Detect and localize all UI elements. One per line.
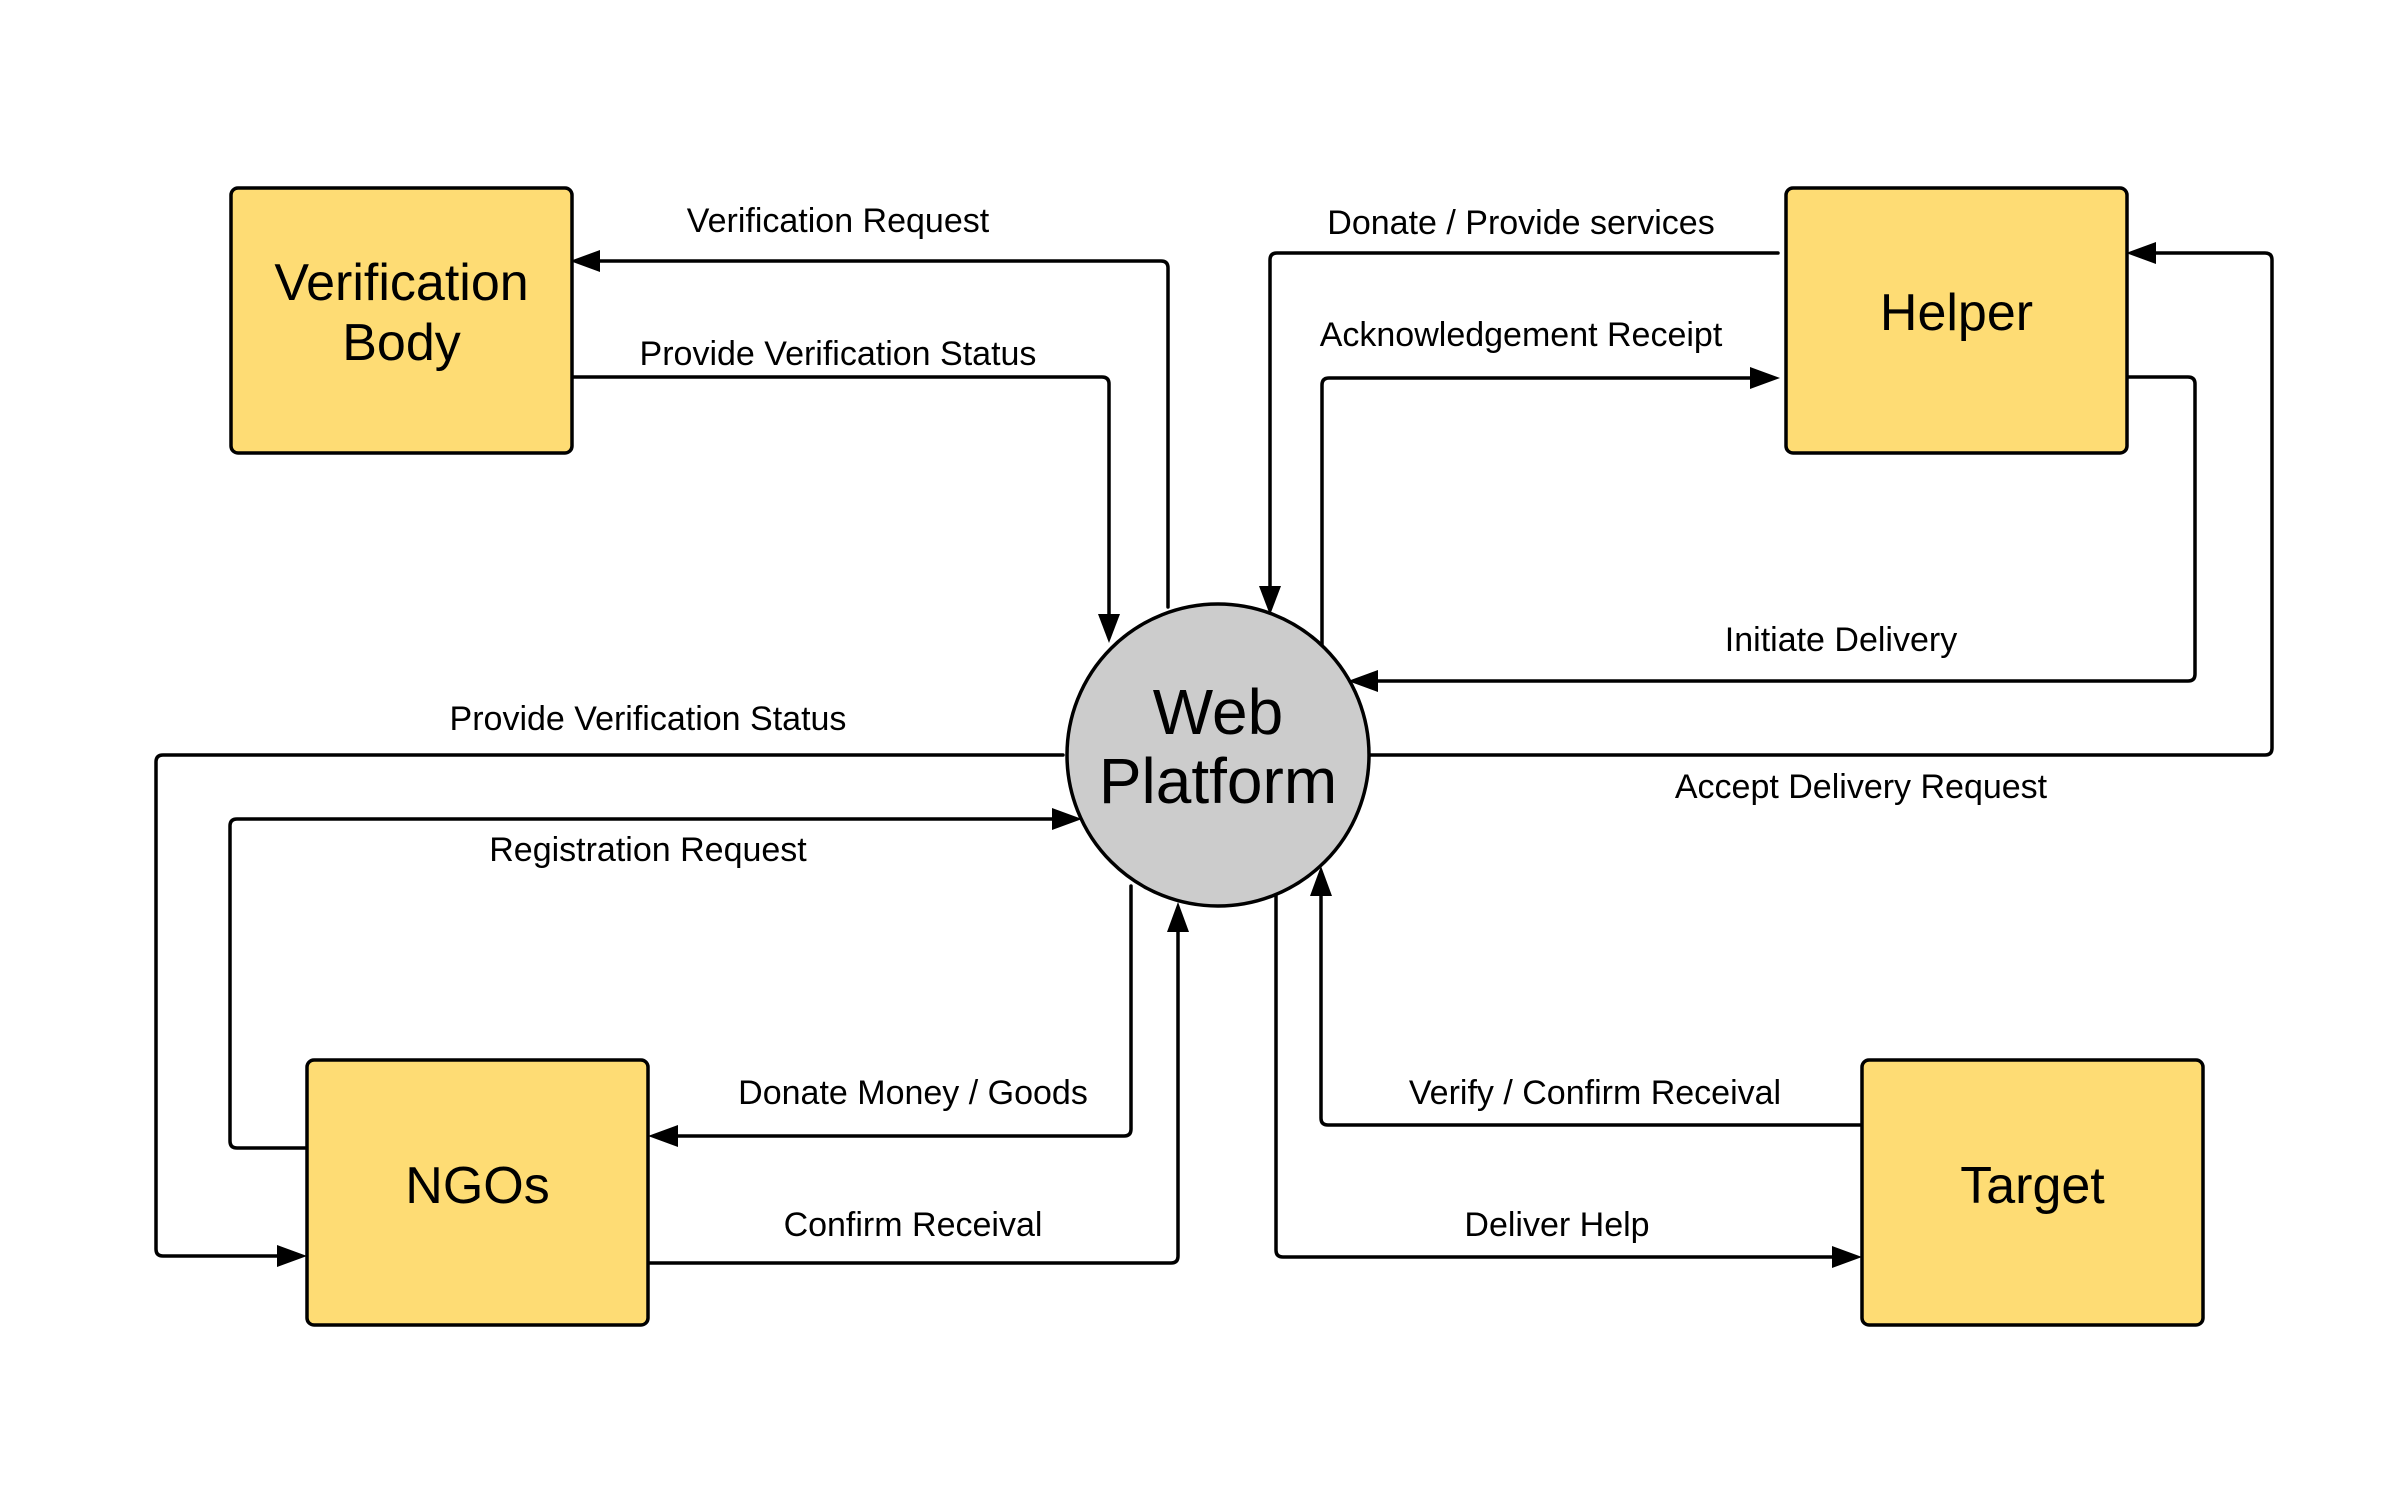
label-donate-provide-services: Donate / Provide services — [1327, 204, 1714, 242]
flow-acknowledgement-receipt — [1320, 367, 1780, 651]
label-confirm-receival: Confirm Receival — [784, 1206, 1043, 1244]
web-platform-label-line2: Platform — [1099, 745, 1337, 817]
entity-helper: Helper — [1784, 186, 2129, 455]
verification-body-label-line1: Verification — [274, 254, 528, 312]
flow-provide-verification-status-ngo — [154, 753, 1065, 1267]
flow-accept-delivery-request — [1365, 242, 2274, 757]
helper-label: Helper — [1880, 284, 2033, 342]
label-verify-confirm-receival: Verify / Confirm Receival — [1409, 1074, 1781, 1112]
verification-body-label-line2: Body — [342, 314, 461, 372]
flow-verify-confirm-receival — [1310, 866, 1862, 1127]
label-donate-money-goods: Donate Money / Goods — [738, 1074, 1088, 1112]
flow-deliver-help — [1274, 888, 1862, 1268]
entity-target: Target — [1860, 1058, 2205, 1327]
target-label: Target — [1960, 1157, 2105, 1215]
flow-initiate-delivery — [1348, 375, 2197, 692]
label-initiate-delivery: Initiate Delivery — [1725, 621, 1957, 659]
ngos-label: NGOs — [405, 1157, 549, 1215]
flow-verification-request — [570, 250, 1170, 609]
label-verification-request: Verification Request — [687, 202, 990, 240]
web-platform-label-line1: Web — [1153, 676, 1283, 748]
flow-provide-verification-status-vb — [570, 375, 1120, 643]
flow-registration-request — [228, 808, 1082, 1150]
label-registration-request: Registration Request — [489, 831, 807, 869]
entity-ngos: NGOs — [305, 1058, 650, 1327]
label-accept-delivery-request: Accept Delivery Request — [1675, 768, 2048, 806]
flow-donate-money-goods — [648, 884, 1133, 1147]
label-acknowledgement-receipt: Acknowledgement Receipt — [1320, 316, 1723, 354]
label-provide-verification-status-vb: Provide Verification Status — [640, 335, 1037, 373]
label-deliver-help: Deliver Help — [1464, 1206, 1649, 1244]
label-provide-verification-status-ngo: Provide Verification Status — [450, 700, 847, 738]
flow-confirm-receival — [646, 902, 1189, 1265]
process-web-platform: Web Platform — [1065, 602, 1371, 908]
entity-verification-body: Verification Body — [229, 186, 574, 455]
flow-donate-provide-services — [1259, 251, 1780, 615]
